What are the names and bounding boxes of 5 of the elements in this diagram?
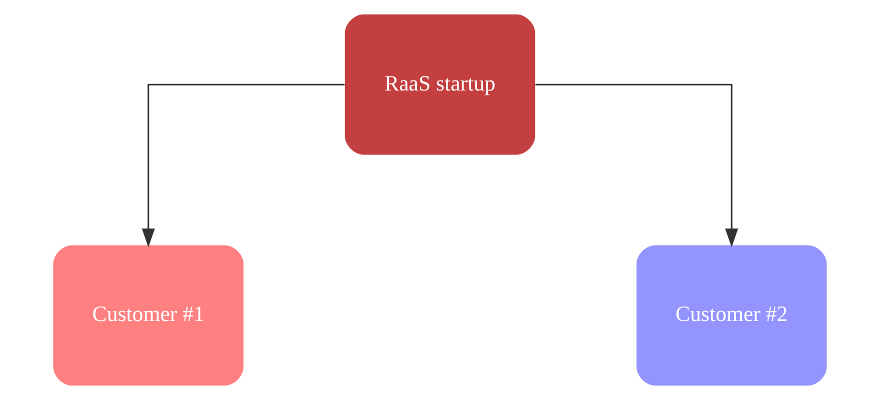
- arrow: [536, 84, 738, 248]
- node-box: RaaS startup: [344, 14, 536, 155]
- node-box: Customer #2: [636, 245, 827, 386]
- arrow: [142, 84, 344, 248]
- node-box: Customer #1: [53, 245, 244, 386]
